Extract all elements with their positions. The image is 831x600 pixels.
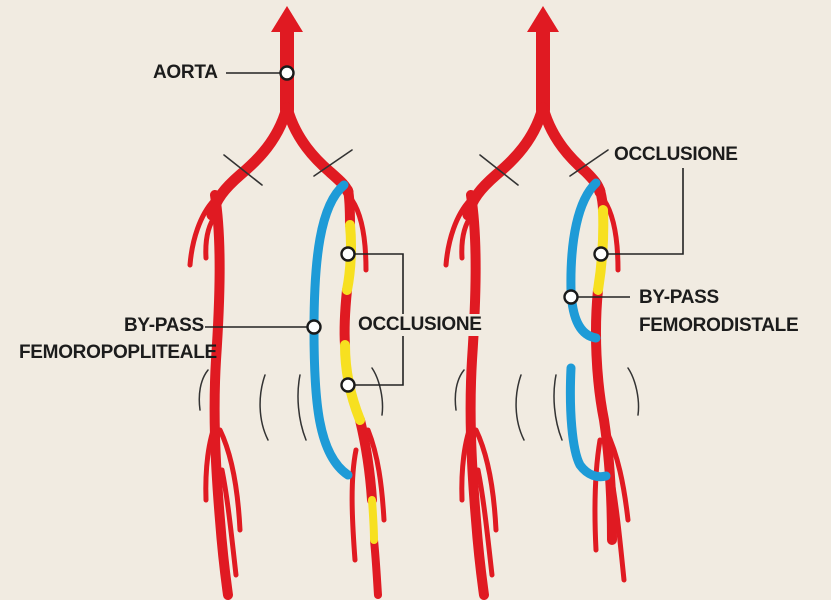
knee-contour <box>260 375 268 440</box>
right-occlusion-leader <box>601 168 683 254</box>
artery-figure-right <box>446 6 639 595</box>
knee-contour <box>628 368 639 415</box>
occlusion-segment <box>372 500 374 540</box>
right-leg-artery-upper <box>348 190 350 225</box>
right-leg-artery-middle <box>345 290 347 345</box>
knee-contour <box>199 370 208 410</box>
knee-contour <box>455 370 464 410</box>
left-leg-femoral-artery <box>471 195 484 595</box>
left-occlusion-marker-lower <box>342 379 355 392</box>
left-bypass-marker <box>308 321 321 334</box>
right-occlusion-label: OCCLUSIONE <box>614 144 738 166</box>
aorta-label: AORTA <box>153 62 218 84</box>
right-bypass-marker <box>565 291 578 304</box>
left-iliac-artery <box>212 108 287 215</box>
left-occlusion-marker-upper <box>342 248 355 261</box>
right-occlusion-marker <box>595 248 608 261</box>
knee-contour <box>372 368 383 415</box>
right-leg-artery-lower <box>596 290 612 540</box>
right-bypass-label-line1: BY-PASS <box>639 287 719 309</box>
knee-contour <box>298 375 306 440</box>
knee-contour <box>516 375 524 440</box>
right-bypass-label-line2: FEMORODISTALE <box>639 315 798 337</box>
aorta-arrowhead <box>271 6 303 32</box>
right-iliac-artery <box>287 108 348 192</box>
left-bypass-label-line2: FEMOROPOPLITEALE <box>19 342 217 364</box>
right-leg-branch <box>595 440 600 550</box>
left-leg-femoral-artery <box>215 195 228 595</box>
right-leg-artery-distal <box>374 540 378 595</box>
marker-dots <box>281 67 608 392</box>
artery-figure-left <box>190 6 384 595</box>
left-bypass-label-line1: BY-PASS <box>124 315 204 337</box>
aorta-marker <box>281 67 294 80</box>
left-occlusion-label: OCCLUSIONE <box>356 314 484 336</box>
left-iliac-artery <box>468 108 543 215</box>
right-iliac-artery <box>543 108 600 192</box>
aorta-arrowhead <box>527 6 559 32</box>
leader-lines <box>205 73 683 385</box>
knee-contour <box>554 375 562 440</box>
right-leg-branch <box>352 450 356 560</box>
